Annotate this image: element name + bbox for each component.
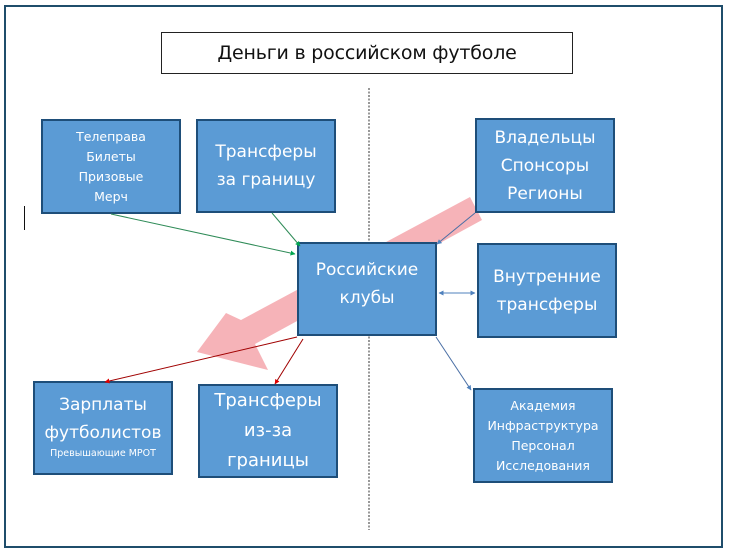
node-income-line: Призовые — [78, 168, 144, 184]
node-clubs-line: клубы — [339, 288, 395, 308]
node-transfers-abroad-line: Трансферы — [215, 142, 317, 162]
node-investments[interactable]: Академия Инфраструктура Персонал Исследо… — [473, 388, 613, 483]
node-clubs-line: Российские — [315, 260, 419, 280]
node-salaries[interactable]: Зарплаты футболистов Превышающие МРОТ — [33, 381, 173, 475]
node-investments-line: Исследования — [496, 457, 590, 473]
node-owners-line: Владельцы — [494, 127, 596, 148]
node-income[interactable]: Телеправа Билеты Призовые Мерч — [41, 119, 181, 214]
node-owners-line: Регионы — [507, 183, 583, 204]
node-income-line: Билеты — [86, 148, 136, 164]
node-investments-line: Академия — [510, 397, 576, 413]
node-transfers-from-abroad-line: Трансферы — [214, 390, 322, 411]
node-transfers-from-abroad-line: из-за — [243, 420, 293, 441]
node-owners[interactable]: Владельцы Спонсоры Регионы — [475, 118, 615, 213]
node-income-line: Телеправа — [76, 128, 146, 144]
node-transfers-abroad-line: за границу — [216, 170, 316, 190]
node-clubs[interactable]: Российские клубы — [297, 242, 437, 336]
node-domestic-transfers-line: Внутренние — [493, 266, 601, 287]
node-transfers-from-abroad-line: границы — [227, 450, 309, 471]
node-income-line: Мерч — [94, 188, 128, 204]
node-salaries-note: Превышающие МРОТ — [50, 448, 156, 459]
node-salaries-line: футболистов — [44, 423, 162, 443]
node-transfers-abroad[interactable]: Трансферы за границу — [196, 119, 336, 213]
node-salaries-line: Зарплаты — [59, 395, 147, 415]
node-domestic-transfers-line: трансферы — [496, 294, 598, 315]
text-cursor — [24, 206, 25, 230]
node-investments-line: Инфраструктура — [487, 417, 599, 433]
node-domestic-transfers[interactable]: Внутренние трансферы — [477, 243, 617, 338]
diagram-title: Деньги в российском футболе — [161, 32, 573, 74]
node-owners-line: Спонсоры — [500, 155, 590, 176]
node-transfers-from-abroad[interactable]: Трансферы из-за границы — [198, 384, 338, 478]
node-investments-line: Персонал — [511, 437, 575, 453]
